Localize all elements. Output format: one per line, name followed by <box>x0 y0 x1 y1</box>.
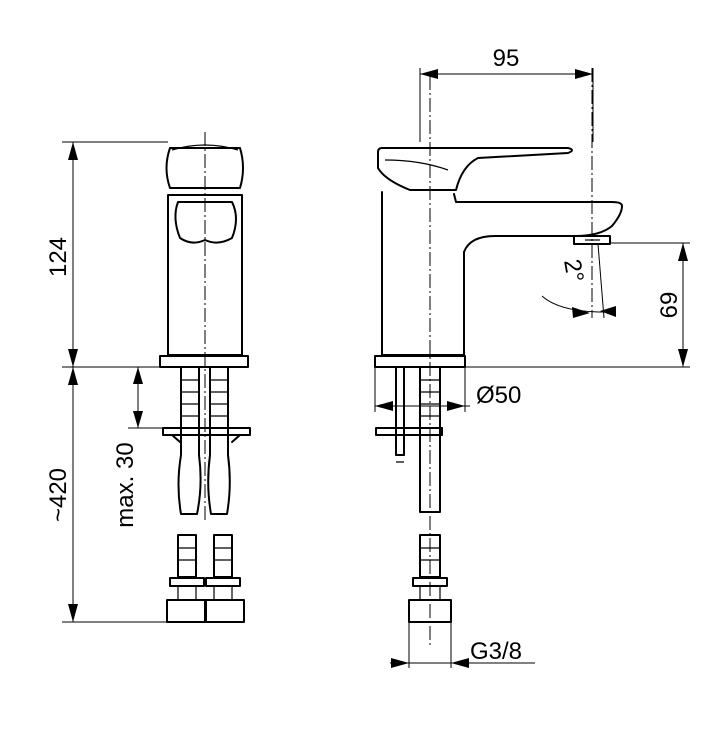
dim-95-label: 95 <box>493 45 520 72</box>
dim-50-label: Ø50 <box>476 382 521 409</box>
side-cartridge <box>174 201 237 244</box>
dim-124-label: 124 <box>45 237 72 277</box>
side-hose-connectors <box>166 534 245 623</box>
front-base-plate <box>374 355 466 368</box>
dim-69-label: 69 <box>656 292 683 319</box>
front-aerator <box>573 235 611 245</box>
dim-max30-label: max. 30 <box>112 442 139 527</box>
side-base-plate <box>159 355 249 368</box>
front-supply-line <box>375 367 443 513</box>
dim-420-label: ~420 <box>45 468 72 522</box>
front-body-spout <box>381 191 623 356</box>
dim-angle-label: 2° <box>558 257 589 284</box>
side-hoses <box>162 367 251 515</box>
front-view <box>374 68 623 645</box>
side-handle-cap <box>165 147 244 189</box>
side-view <box>159 132 251 623</box>
right-dimensions <box>374 68 690 668</box>
left-dimensions <box>62 141 168 623</box>
front-lever-handle <box>377 147 573 191</box>
dim-g38-label: G3/8 <box>470 638 522 665</box>
